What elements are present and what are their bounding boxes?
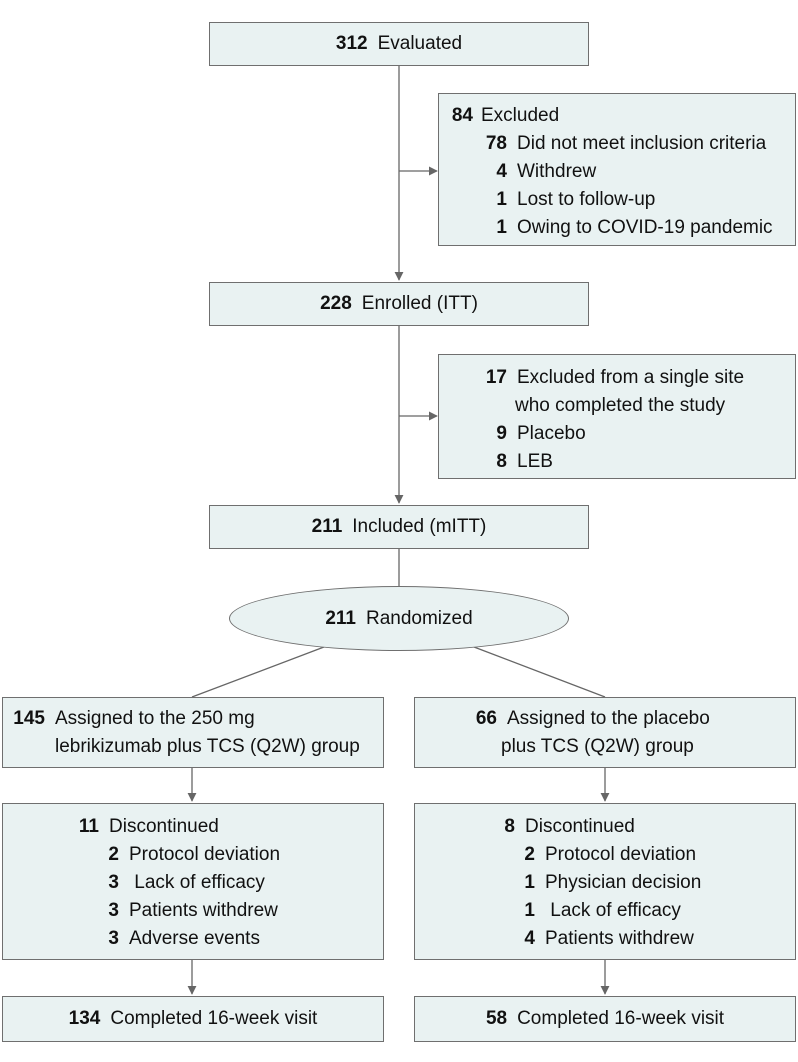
enrolled-box: 228 Enrolled (ITT) (209, 282, 589, 326)
randomized-count: 211 (325, 607, 356, 629)
evaluated-count: 312 (335, 33, 368, 54)
excluded-1-item-count: 1 (496, 189, 507, 210)
left-discontinued-item-count: 3 (108, 872, 119, 893)
left-discontinued-item-count: 3 (108, 900, 119, 921)
excluded-1-item-label: Owing to COVID-19 pandemic (517, 217, 773, 238)
enrolled-count: 228 (320, 293, 352, 314)
right-completed-box: 58 Completed 16-week visit (414, 996, 796, 1042)
connector-randomized-left (191, 646, 325, 698)
right-arm-label-line2: plus TCS (Q2W) group (501, 736, 694, 757)
excluded-box-1: 84 Excluded 78 Did not meet inclusion crit… (438, 93, 796, 246)
left-discontinued-count: 11 (78, 816, 99, 837)
left-discontinued-item-label: Patients withdrew (129, 900, 278, 921)
excluded-2-item-count: 8 (496, 451, 507, 472)
right-completed-label: Completed 16-week visit (517, 1008, 725, 1029)
randomized-label: Randomized (365, 607, 473, 629)
excluded-2-count: 17 (485, 367, 507, 388)
right-discontinued-item-count: 1 (524, 872, 535, 893)
left-discontinued-item-count: 3 (108, 928, 119, 949)
right-arm-label-line1: Assigned to the placebo (507, 708, 710, 729)
included-count: 211 (311, 516, 343, 537)
excluded-1-item-label: Lost to follow-up (517, 189, 656, 210)
right-discontinued-item-label: Protocol deviation (545, 844, 697, 865)
right-completed-count: 58 (485, 1008, 508, 1029)
right-discontinued-item-label: Patients withdrew (545, 928, 694, 949)
right-discontinued-item-count: 4 (524, 928, 535, 949)
left-arm-label-line1: Assigned to the 250 mg (55, 708, 255, 729)
right-discontinued-item-count: 2 (524, 844, 535, 865)
left-discontinued-item-count: 2 (108, 844, 119, 865)
right-arm-count: 66 (475, 708, 497, 729)
left-discontinued-item-label: Protocol deviation (129, 844, 281, 865)
left-discontinued-label: Discontinued (109, 816, 219, 837)
excluded-box-2: 17 Excluded from a single site who comple… (438, 354, 796, 479)
enrolled-label: Enrolled (ITT) (361, 293, 478, 314)
right-discontinued-box: 8 Discontinued 2 Protocol deviation 1 Physi… (414, 803, 796, 960)
right-discontinued-count: 8 (504, 816, 515, 837)
right-arm-assigned-box: 66 Assigned to the placebo plus TCS (Q2W)… (414, 697, 796, 768)
left-arm-count: 145 (13, 708, 45, 729)
left-discontinued-item-label: Lack of efficacy (129, 872, 265, 893)
included-label: Included (mITT) (352, 516, 487, 537)
left-completed-count: 134 (68, 1008, 101, 1029)
excluded-2-item-count: 9 (496, 423, 507, 444)
left-discontinued-box: 11 Discontinued 2 Protocol deviation 3 Lac… (2, 803, 384, 960)
excluded-1-label: Excluded (481, 105, 560, 126)
excluded-1-item-count: 1 (496, 217, 507, 238)
left-arm-assigned-box: 145 Assigned to the 250 mg lebrikizumab p… (2, 697, 384, 768)
connector-randomized-right (473, 646, 606, 698)
excluded-2-item-label: Placebo (517, 423, 586, 444)
excluded-1-item-label: Did not meet inclusion criteria (517, 133, 767, 154)
left-discontinued-item-label: Adverse events (129, 928, 260, 949)
excluded-1-item-label: Withdrew (517, 161, 597, 182)
excluded-2-item-label: LEB (517, 451, 553, 472)
excluded-2-label-line2: who completed the study (515, 395, 726, 416)
right-discontinued-label: Discontinued (525, 816, 635, 837)
right-discontinued-item-label: Physician decision (545, 872, 702, 893)
excluded-2-label-line1: Excluded from a single site (517, 367, 745, 388)
randomized-ellipse: 211 Randomized (229, 586, 569, 651)
right-discontinued-item-label: Lack of efficacy (545, 900, 681, 921)
left-completed-box: 134 Completed 16-week visit (2, 996, 384, 1042)
right-discontinued-item-count: 1 (524, 900, 535, 921)
left-arm-label-line2: lebrikizumab plus TCS (Q2W) group (55, 736, 360, 757)
excluded-1-count: 84 (451, 105, 473, 126)
included-box: 211 Included (mITT) (209, 505, 589, 549)
evaluated-label: Evaluated (377, 33, 463, 54)
excluded-1-item-count: 78 (485, 133, 507, 154)
excluded-1-item-count: 4 (496, 161, 507, 182)
left-completed-label: Completed 16-week visit (110, 1008, 318, 1029)
evaluated-box: 312 Evaluated (209, 22, 589, 66)
